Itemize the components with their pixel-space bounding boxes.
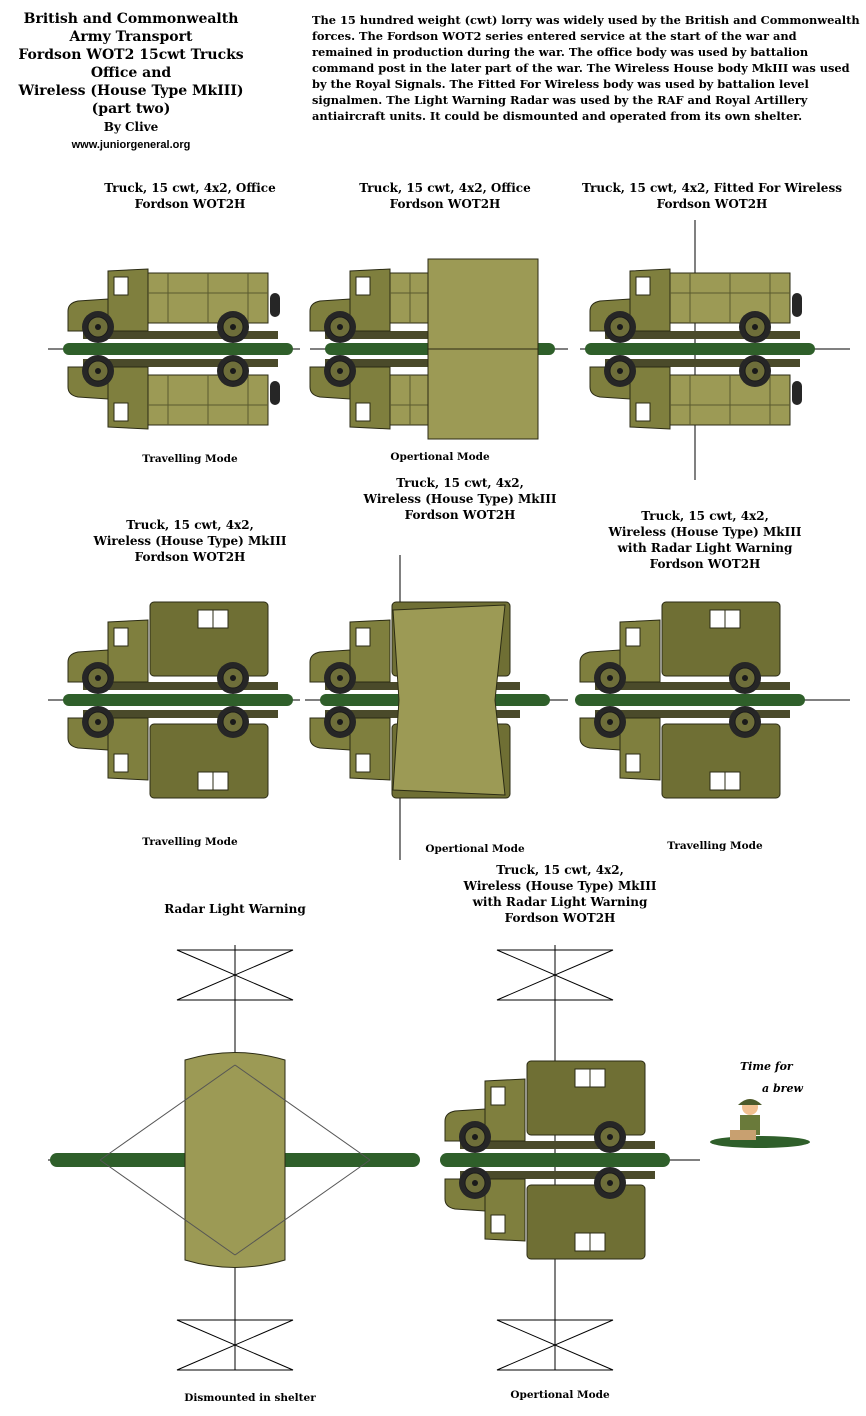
title-line: Fordson WOT2 15cwt Trucks (18, 47, 244, 63)
title-line: Army Transport (69, 29, 193, 45)
caption-house-oper: Truck, 15 cwt, 4x2, Wireless (House Type… (340, 475, 580, 523)
mode-label: Dismounted in shelter (184, 1392, 316, 1404)
cartoon-text: Time for (740, 1060, 793, 1073)
mode-label: Travelling Mode (667, 840, 763, 852)
cartoon-text: a brew (762, 1082, 803, 1095)
caption-line: with Radar Light Warning (472, 895, 648, 909)
caption-line: Fordson WOT2H (134, 197, 246, 211)
caption-radar-travel: Truck, 15 cwt, 4x2, Wireless (House Type… (590, 508, 820, 572)
website-link[interactable]: www.juniorgeneral.org (71, 139, 191, 151)
caption-line: Truck, 15 cwt, 4x2, (126, 518, 254, 532)
caption-line: Fordson WOT2H (404, 508, 516, 522)
caption-line: Truck, 15 cwt, 4x2, Office (104, 181, 276, 195)
mode-label: Travelling Mode (142, 836, 238, 848)
caption-line: Truck, 15 cwt, 4x2, (396, 476, 524, 490)
caption-line: Wireless (House Type) MkIII (608, 525, 802, 539)
caption-radar-oper: Truck, 15 cwt, 4x2, Wireless (House Type… (440, 862, 680, 926)
caption-line: Truck, 15 cwt, 4x2, (496, 863, 624, 877)
title-line: Office and (90, 65, 172, 81)
caption-line: Fordson WOT2H (649, 557, 761, 571)
mode-label: Opertional Mode (390, 451, 490, 463)
caption-line: Fordson WOT2H (656, 197, 768, 211)
caption-office-oper: Truck, 15 cwt, 4x2, Office Fordson WOT2H (335, 180, 555, 212)
caption-line: with Radar Light Warning (617, 541, 793, 555)
caption-line: Fordson WOT2H (389, 197, 501, 211)
caption-line: Truck, 15 cwt, 4x2, (641, 509, 769, 523)
title-line: British and Commonwealth (23, 11, 239, 27)
caption-wireless-fitted: Truck, 15 cwt, 4x2, Fitted For Wireless … (562, 180, 862, 212)
caption-line: Fordson WOT2H (134, 550, 246, 564)
caption-line: Fordson WOT2H (504, 911, 616, 925)
title-line: Wireless (House Type MkIII) (18, 83, 244, 99)
page-title: British and Commonwealth Army Transport … (0, 10, 262, 154)
caption-line: Wireless (House Type) MkIII (93, 534, 287, 548)
mode-label: Opertional Mode (510, 1389, 610, 1401)
mode-label: Travelling Mode (142, 453, 238, 465)
caption-line: Wireless (House Type) MkIII (363, 492, 557, 506)
caption-radar-light: Radar Light Warning (164, 902, 306, 916)
soldier-icon (710, 1099, 810, 1148)
description: The 15 hundred weight (cwt) lorry was wi… (312, 13, 860, 123)
caption-line: Truck, 15 cwt, 4x2, Fitted For Wireless (582, 181, 842, 195)
radar-shelter (50, 949, 420, 1371)
caption-line: Wireless (House Type) MkIII (463, 879, 657, 893)
radar-truck (440, 949, 670, 1371)
caption-line: Truck, 15 cwt, 4x2, Office (359, 181, 531, 195)
byline: By Clive (103, 120, 159, 134)
mode-label: Opertional Mode (425, 843, 525, 855)
caption-house-travel: Truck, 15 cwt, 4x2, Wireless (House Type… (70, 517, 310, 565)
caption-office-travel: Truck, 15 cwt, 4x2, Office Fordson WOT2H (80, 180, 300, 212)
title-line: (part two) (91, 101, 171, 117)
